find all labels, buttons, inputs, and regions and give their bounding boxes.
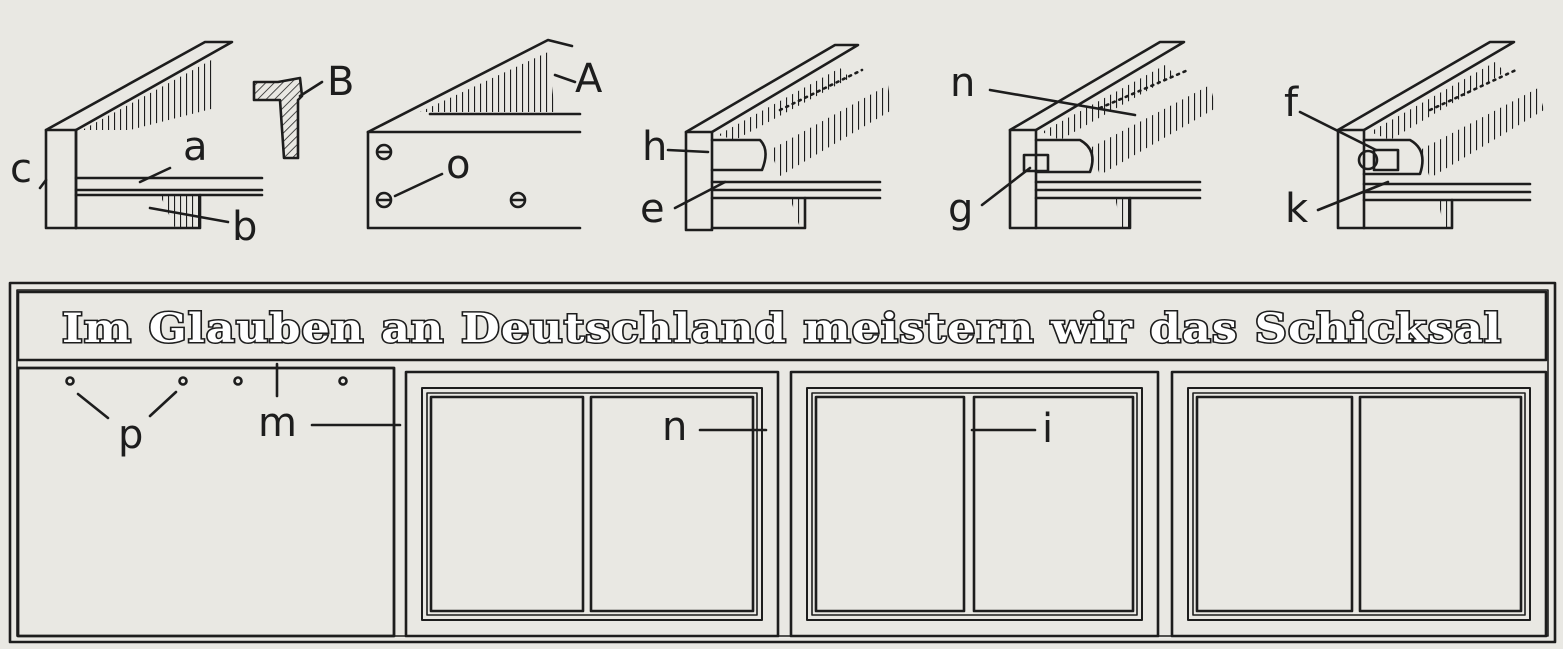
detail-5-inlay-frame (1298, 40, 1544, 230)
profile-b (252, 76, 324, 160)
label-A: A (575, 56, 603, 102)
label-k: k (1285, 186, 1309, 232)
label-p: p (118, 412, 143, 458)
label-f: f (1284, 80, 1299, 126)
display-board (8, 281, 1557, 644)
label-o: o (446, 142, 470, 188)
board-panel-1 (16, 366, 396, 638)
label-g: g (948, 186, 973, 232)
board-panel-2 (404, 370, 780, 638)
board-panel-4 (1170, 370, 1548, 638)
detail-1-basic-frame (38, 40, 264, 230)
board-panel-3 (789, 370, 1160, 638)
detail-2-plate (366, 38, 582, 230)
label-n-bottom: n (662, 404, 687, 450)
label-i: i (1042, 406, 1053, 452)
label-h: h (642, 124, 667, 170)
label-c: c (10, 146, 32, 192)
label-m: m (258, 400, 297, 446)
detail-3-profiled-frame (666, 43, 892, 232)
detail-4-grooved-frame (980, 40, 1216, 230)
label-n-top: n (950, 60, 975, 106)
label-b: b (232, 204, 257, 250)
label-a: a (183, 124, 208, 170)
label-B: B (327, 59, 354, 105)
label-e: e (640, 186, 665, 232)
board-motto: Im Glauben an Deutschland meistern wir d… (62, 305, 1502, 352)
